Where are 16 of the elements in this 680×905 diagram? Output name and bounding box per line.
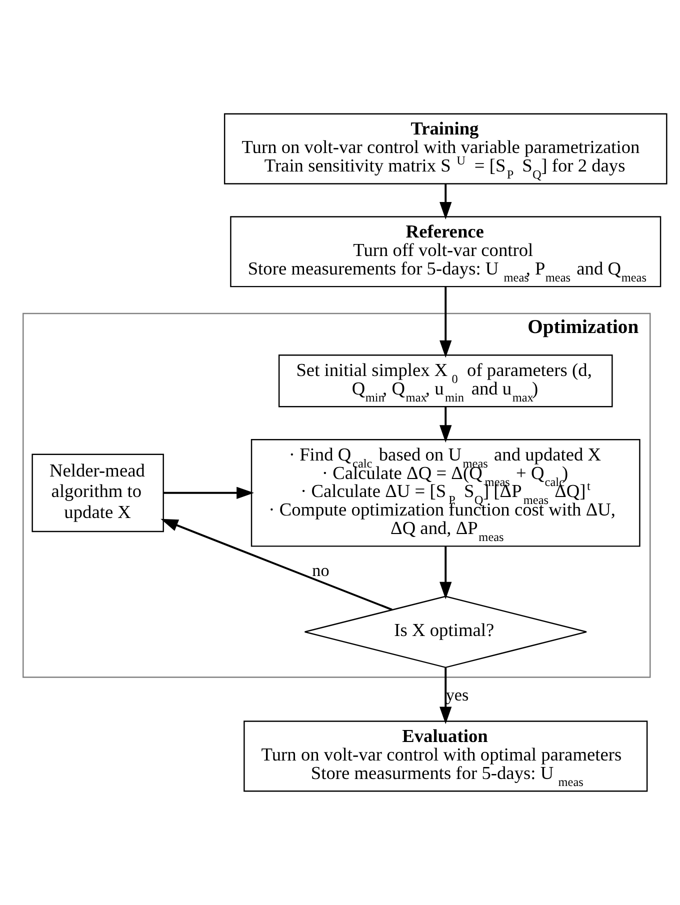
arrow xyxy=(163,486,254,499)
node-box: · Find Q$_{calc}$ based on U$_{meas}$ and updated X · Calculate ΔQ = Δ(Q$_{meas}$ + Q$_{calc}$) · Calculate ΔU = [S$_{P}$ S$_{Q}$] [ΔP$_{meas}$ ΔQ]$^{t}$ · Compute optimization function cost with ΔU, ΔQ and, ΔP$_{meas}$ xyxy=(250,439,640,547)
node-box: Evaluation Turn on volt-var control with optimal parameters Store measurments for 5-days: U$_{meas}$ xyxy=(244,720,648,792)
arrow xyxy=(440,546,452,600)
node-box: Training Turn on volt-var control with variable parametrization Train sensitivity matrix S$^{U}$ = [S$_{P}$ S$_{Q}$] for 2 days xyxy=(224,113,668,184)
arrow xyxy=(160,518,392,611)
arrow xyxy=(440,406,452,443)
edge-label: no xyxy=(312,560,330,580)
arrow xyxy=(440,286,452,358)
node-box: Nelder-mead algorithm to update X xyxy=(32,454,164,532)
arrow xyxy=(440,668,452,724)
arrow xyxy=(440,184,452,220)
node-diamond: Is X optimal? xyxy=(304,596,588,668)
node-box: Set initial simplex X$_{0}$ of parameters (d, Q$_{min}$, Q$_{max}$, u$_{min}$ and u$_{max}$) xyxy=(278,354,613,408)
node-box: Reference Turn off volt-var control Store measurements for 5-days: U$_{meas}$, P$_{meas}$ and Q$_{meas}$ xyxy=(230,216,662,288)
edge-label: yes xyxy=(446,686,469,705)
